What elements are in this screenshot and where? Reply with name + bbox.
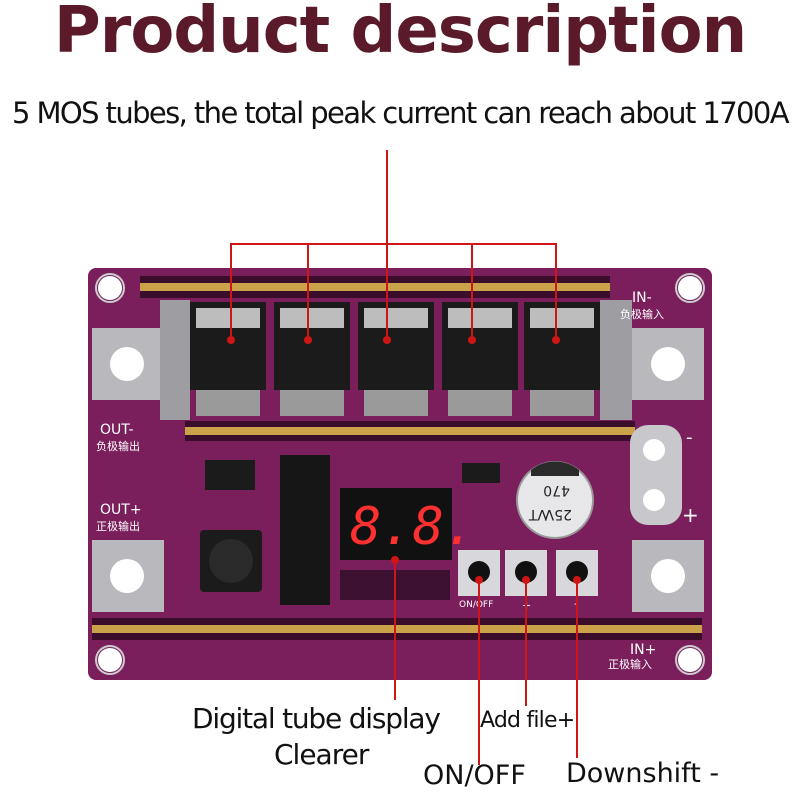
control-components (200, 455, 500, 605)
bus-bars (92, 276, 702, 640)
connector-plus-label: + (682, 503, 699, 527)
onoff-silk: ON/OFF (459, 600, 493, 610)
in-minus-cn-label: 负极输入 (620, 307, 664, 321)
capacitor-brand: VT (528, 506, 547, 522)
callout-onoff: ON/OFF (423, 760, 526, 791)
out-plus-label: OUT+ (100, 502, 142, 518)
out-minus-label: OUT- (100, 422, 134, 438)
callout-dots (227, 336, 581, 584)
in-plus-cn-label: 正极输入 (608, 657, 652, 671)
capacitor-value: 470 (543, 482, 570, 498)
capacitor-voltage: 25V (544, 506, 572, 522)
mos-tube (524, 302, 600, 416)
mos-tube (190, 302, 266, 416)
callout-lines (230, 150, 578, 765)
mos-tubes (190, 302, 600, 416)
digital-tube-display: 8.8. (340, 488, 475, 560)
buttons: ON/OFF + - (458, 550, 598, 612)
page-title: Product description (53, 0, 747, 68)
callout-add-file: Add file+ (480, 708, 575, 733)
capacitor: 25V VT 470 (516, 461, 594, 539)
callout-downshift: Downshift - (566, 758, 720, 789)
in-minus-label: IN- (632, 290, 652, 306)
mos-tube (274, 302, 350, 416)
callout-digital-tube-display: Digital tube display (192, 702, 441, 735)
out-plus-cn-label: 正极输出 (96, 519, 140, 533)
mos-tube (442, 302, 518, 416)
connector-minus-label: - (686, 427, 693, 448)
in-plus-label: IN+ (630, 642, 656, 658)
mos-tube (358, 302, 434, 416)
mounting-holes (95, 273, 705, 675)
out-minus-cn-label: 负极输出 (96, 439, 140, 453)
subtitle: 5 MOS tubes, the total peak current can … (12, 96, 790, 130)
display-digits: 8.8. (350, 497, 475, 557)
callout-clearer: Clearer (274, 738, 369, 771)
power-connector: - + (630, 425, 699, 527)
terminal-pads (92, 300, 704, 612)
